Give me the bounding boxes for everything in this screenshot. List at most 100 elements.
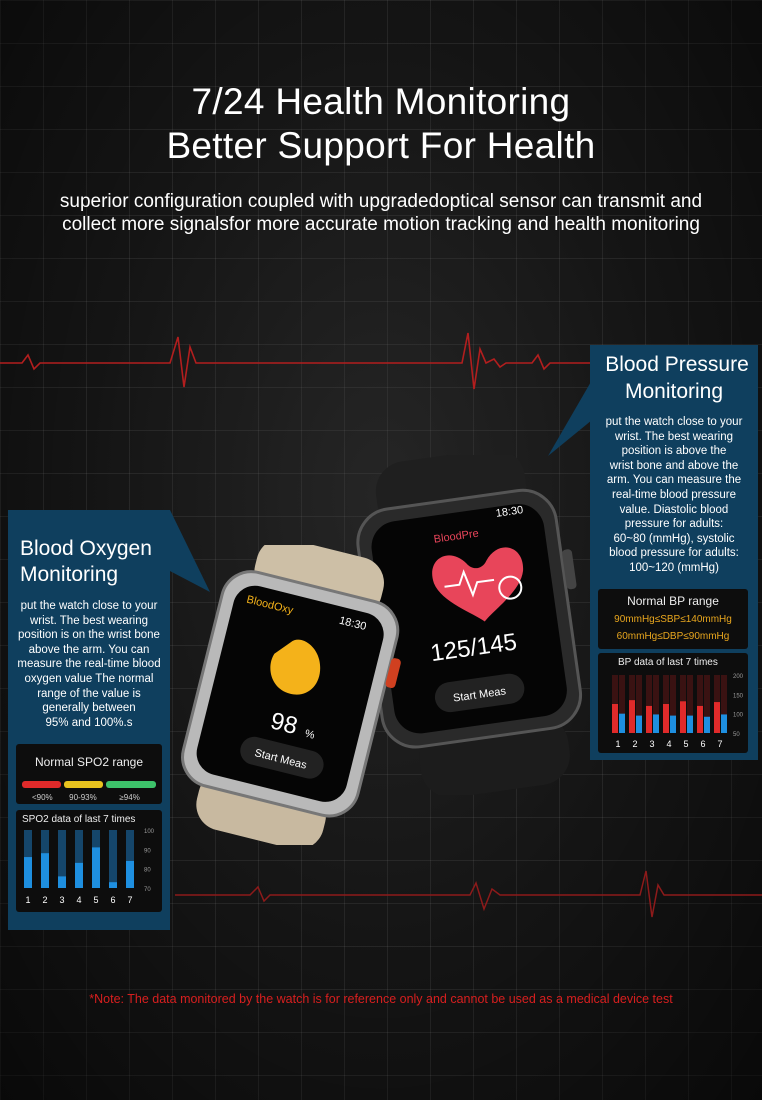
spo2-x-tick-5: 5 bbox=[93, 895, 98, 905]
spo2-x-tick-3: 3 bbox=[59, 895, 64, 905]
spo2-range-label-normal: ≥94% bbox=[119, 793, 140, 802]
bp-bar-track-3-1 bbox=[653, 675, 659, 733]
blood-pressure-description-line-9: 60~80 (mmHg), systolic bbox=[613, 532, 735, 545]
bp-x-tick-6: 6 bbox=[700, 739, 705, 749]
blood-pressure-description-line-3: position is above the bbox=[621, 445, 727, 458]
spo2-range-label-low: <90% bbox=[31, 793, 53, 802]
bp-x-tick-3: 3 bbox=[649, 739, 654, 749]
blood-oxygen-panel: Blood Oxygen Monitoring put the watch cl… bbox=[8, 510, 170, 930]
bp-bar-5-1 bbox=[687, 715, 693, 733]
blood-oxygen-description-line-7: range of the value is bbox=[37, 687, 141, 700]
spo2-range-title: Normal SPO2 range bbox=[34, 755, 144, 769]
blood-pressure-description-line-4: wrist bone and above the bbox=[609, 459, 739, 472]
blood-oxygen-description-line-3: position is on the wrist bone bbox=[18, 629, 160, 642]
spo2-bar-track-6 bbox=[109, 830, 117, 888]
watch-left-unit: % bbox=[304, 728, 317, 742]
blood-oxygen-description-line-1: put the watch close to your bbox=[20, 600, 158, 612]
bp-y-tick-50: 50 bbox=[733, 732, 740, 738]
bp-x-tick-5: 5 bbox=[683, 739, 688, 749]
spo2-bar-5 bbox=[92, 847, 100, 888]
bp-bar-5-0 bbox=[680, 701, 686, 733]
spo2-range-label-mid: 90-93% bbox=[69, 793, 97, 802]
spo2-bar-7 bbox=[126, 860, 134, 888]
ecg-line-top bbox=[0, 332, 590, 390]
spo2-bar-1 bbox=[24, 857, 32, 888]
spo2-range-card: Normal SPO2 range <90% 90-93% ≥94% bbox=[16, 744, 162, 804]
bp-bar-track-7-1 bbox=[721, 675, 727, 733]
spo2-range-segment-mid bbox=[63, 781, 103, 788]
spo2-x-tick-7: 7 bbox=[127, 895, 132, 905]
bp-bar-1-1 bbox=[619, 713, 625, 733]
spo2-bar-3 bbox=[58, 876, 66, 888]
blood-pressure-description-line-2: wrist. The best wearing bbox=[614, 430, 734, 443]
bp-bar-6-0 bbox=[697, 705, 703, 733]
watch-right-time: 18:30 bbox=[495, 504, 524, 520]
blood-oxygen-title-line1: Blood Oxygen bbox=[20, 537, 152, 560]
bp-range-card: Normal BP range 90mmHg≤SBP≤140mmHg 60mmH… bbox=[598, 589, 748, 649]
bp-bar-track-1-1 bbox=[619, 675, 625, 733]
blood-pressure-description-line-6: real-time blood pressure bbox=[611, 488, 736, 501]
bp-bar-2-0 bbox=[629, 700, 635, 733]
blood-pressure-title-line2: Monitoring bbox=[624, 380, 724, 403]
bp-bar-track-5-1 bbox=[687, 675, 693, 733]
bp-chart-title: BP data of last 7 times bbox=[618, 657, 718, 668]
bp-bar-7-0 bbox=[714, 702, 720, 733]
blood-pressure-description-line-1: put the watch close to your bbox=[605, 416, 743, 428]
blood-pressure-description-line-7: value. Diastolic blood bbox=[619, 503, 729, 516]
blood-pressure-panel: Blood Pressure Monitoring put the watch … bbox=[590, 345, 758, 760]
bp-bar-3-0 bbox=[646, 705, 652, 733]
page-title-line2: Better Support For Health bbox=[166, 125, 596, 166]
bp-x-tick-1: 1 bbox=[615, 739, 620, 749]
blood-oxygen-description-line-8: generally between bbox=[42, 702, 136, 715]
spo2-range-bar bbox=[22, 781, 156, 788]
spo2-x-tick-6: 6 bbox=[110, 895, 115, 905]
spo2-bar-6 bbox=[109, 882, 117, 888]
spo2-x-tick-2: 2 bbox=[42, 895, 47, 905]
bp-x-tick-2: 2 bbox=[632, 739, 637, 749]
bp-y-tick-200: 200 bbox=[733, 674, 744, 680]
blood-pressure-description-line-8: pressure for adults: bbox=[624, 518, 724, 531]
bp-bar-track-4-1 bbox=[670, 675, 676, 733]
bp-bar-track-6-0 bbox=[697, 675, 703, 733]
description-line1: superior configuration coupled with upgr… bbox=[59, 191, 703, 212]
bp-bar-track-3-0 bbox=[646, 675, 652, 733]
smartwatch-black: BloodPre 18:30 125/145 Start Meas bbox=[356, 455, 583, 795]
blood-oxygen-description-line-5: measure the real-time blood bbox=[17, 658, 161, 671]
smartwatch-silver: BloodOxy 18:30 98 % Start Meas bbox=[181, 545, 401, 845]
bp-range-title: Normal BP range bbox=[627, 594, 719, 608]
bp-bar-6-1 bbox=[704, 716, 710, 733]
spo2-bar-track-4 bbox=[75, 830, 83, 888]
blood-pressure-description: put the watch close to your wrist. The be… bbox=[590, 415, 758, 576]
blood-oxygen-description-line-4: above the arm. You can bbox=[28, 643, 150, 656]
bp-y-tick-150: 150 bbox=[733, 693, 744, 699]
description-line2: collect more signalsfor more accurate mo… bbox=[62, 214, 700, 235]
watch-left-value: 98 bbox=[268, 707, 300, 740]
blood-oxygen-title-line2: Monitoring bbox=[20, 563, 119, 586]
page-title-line1: 7/24 Health Monitoring bbox=[191, 81, 571, 122]
bp-bar-3-1 bbox=[653, 714, 659, 733]
bp-range-dbp: 60mmHg≤DBP≤90mmHg bbox=[616, 631, 730, 642]
spo2-bar-track-7 bbox=[126, 830, 134, 888]
bp-y-tick-100: 100 bbox=[733, 713, 744, 719]
spo2-y-tick-90: 90 bbox=[144, 848, 151, 854]
blood-pressure-callout-pointer bbox=[548, 380, 592, 456]
bp-x-tick-4: 4 bbox=[666, 739, 671, 749]
disclaimer-note: *Note: The data monitored by the watch i… bbox=[89, 992, 673, 1006]
blood-oxygen-description: put the watch close to your wrist. The be… bbox=[8, 599, 170, 730]
bp-bar-7-1 bbox=[721, 714, 727, 733]
bp-bar-track-6-1 bbox=[704, 675, 710, 733]
bp-range-sbp: 90mmHg≤SBP≤140mmHg bbox=[614, 614, 732, 625]
spo2-bar-track-3 bbox=[58, 830, 66, 888]
bp-bar-4-0 bbox=[663, 704, 669, 733]
blood-oxygen-description-line-6: oxygen value The normal bbox=[24, 672, 154, 685]
blood-pressure-description-line-5: arm. You can measure the bbox=[606, 474, 742, 487]
blood-oxygen-callout-pointer bbox=[168, 510, 210, 592]
spo2-bar-4 bbox=[75, 862, 83, 888]
blood-oxygen-description-line-2: wrist. The best wearing bbox=[29, 614, 149, 627]
spo2-y-tick-70: 70 bbox=[144, 887, 151, 893]
blood-oxygen-description-line-9: 95% and 100%.s bbox=[45, 716, 133, 729]
